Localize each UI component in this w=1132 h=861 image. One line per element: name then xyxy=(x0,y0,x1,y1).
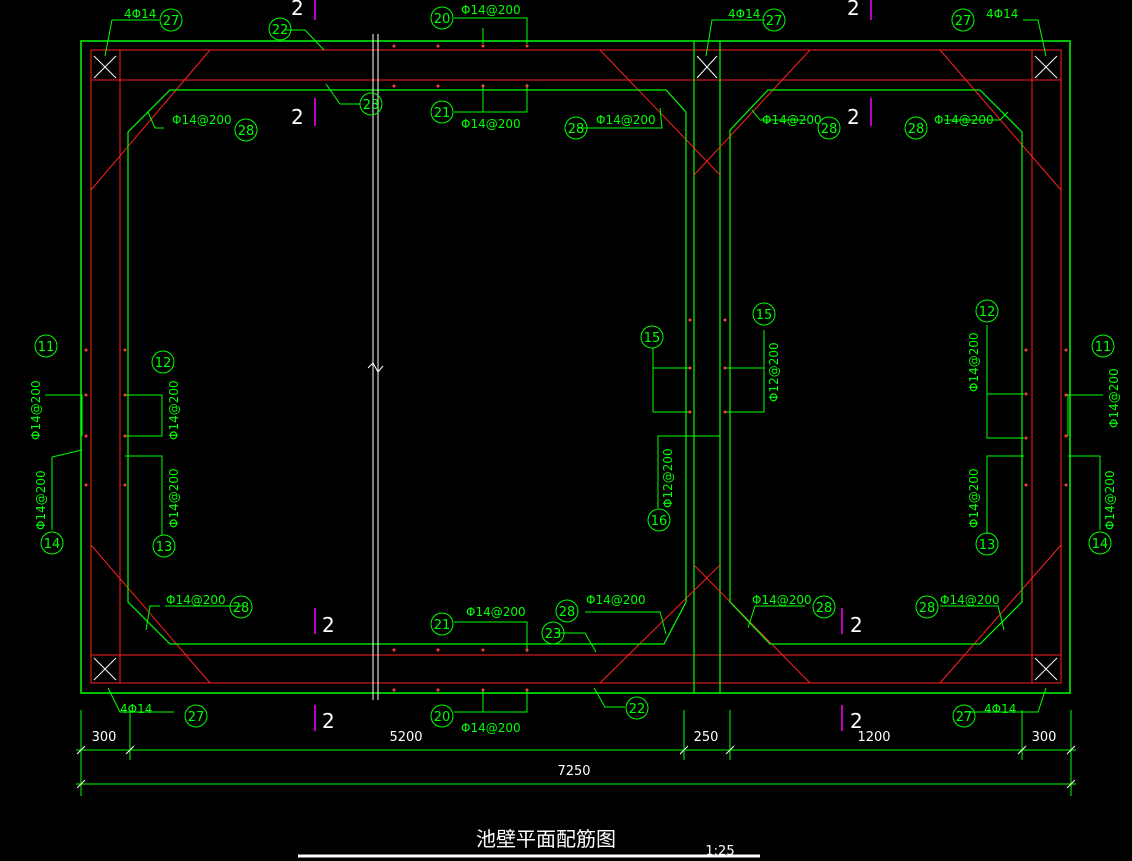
callout-right-outer-lower: Φ14@200 xyxy=(1103,470,1117,530)
section-mark-top-left: 2 xyxy=(291,0,304,20)
marker-27-top-right: 27 xyxy=(955,14,972,29)
marker-28-bm: 28 xyxy=(559,605,576,620)
section-mark-inner-br: 2 xyxy=(850,613,863,637)
marker-21-top: 21 xyxy=(434,106,451,121)
drawing-scale: 1:25 xyxy=(705,844,734,859)
marker-11-left: 11 xyxy=(38,340,55,355)
marker-20-top: 20 xyxy=(434,12,451,27)
callout-4phi14-tl: 4Φ14 xyxy=(124,7,156,21)
marker-circles xyxy=(34,6,1115,728)
callout-tl-haunch: Φ14@200 xyxy=(172,113,232,127)
marker-28-br2: 28 xyxy=(919,601,936,616)
marker-28-tm: 28 xyxy=(568,122,585,137)
callout-bottom-inner: Φ14@200 xyxy=(466,605,526,619)
dimension-texts: 300 5200 250 1200 300 7250 xyxy=(92,730,1057,779)
dim-total: 7250 xyxy=(557,764,590,779)
section-labels: 2 2 2 2 2 2 2 2 xyxy=(291,0,863,733)
dim-1200: 1200 xyxy=(857,730,890,745)
callout-right-inner-lower: Φ14@200 xyxy=(967,468,981,528)
marker-28-tr1: 28 xyxy=(821,122,838,137)
section-mark-inner-tr: 2 xyxy=(847,105,860,129)
section-mark-inner-bl: 2 xyxy=(322,613,335,637)
callout-mid-phi12-right: Φ12@200 xyxy=(767,342,781,402)
marker-22-bottom: 22 xyxy=(629,702,646,717)
leader-lines xyxy=(45,17,1103,713)
marker-11-right: 11 xyxy=(1095,340,1112,355)
callout-br1-haunch: Φ14@200 xyxy=(752,593,812,607)
break-line xyxy=(367,34,384,700)
marker-28-tr2: 28 xyxy=(908,122,925,137)
callout-bottom-outer: Φ14@200 xyxy=(461,721,521,735)
callout-left-outer-upper: Φ14@200 xyxy=(29,380,43,440)
callout-tr2-haunch: Φ14@200 xyxy=(934,113,994,127)
marker-15-mid-right: 15 xyxy=(756,308,773,323)
callout-left-inner-upper: Φ14@200 xyxy=(167,380,181,440)
marker-23-bottom: 23 xyxy=(545,627,562,642)
marker-20-bottom: 20 xyxy=(434,710,451,725)
dim-5200: 5200 xyxy=(389,730,422,745)
rebar-callouts: 4Φ14 Φ14@200 Φ14@200 Φ14@200 Φ14@200 4Φ1… xyxy=(29,3,1121,735)
callout-left-inner-lower: Φ14@200 xyxy=(167,468,181,528)
marker-28-bl: 28 xyxy=(233,601,250,616)
dim-300-right: 300 xyxy=(1032,730,1057,745)
section-ticks xyxy=(314,0,872,731)
dim-250: 250 xyxy=(694,730,719,745)
marker-28-br1: 28 xyxy=(816,601,833,616)
section-mark-top-right: 2 xyxy=(847,0,860,20)
callout-bl-haunch: Φ14@200 xyxy=(166,593,226,607)
dimension-lines xyxy=(76,710,1076,796)
left-chamber-inner xyxy=(127,89,687,645)
marker-13-right: 13 xyxy=(979,538,996,553)
marker-14-left: 14 xyxy=(44,537,61,552)
marker-27-bottom-left: 27 xyxy=(188,710,205,725)
haunch-diagonals xyxy=(90,49,1062,684)
drawing-title: 池壁平面配筋图 xyxy=(476,827,616,851)
callout-mid-phi12-left: Φ12@200 xyxy=(661,448,675,508)
marker-21-bottom: 21 xyxy=(434,618,451,633)
marker-15-mid-left: 15 xyxy=(644,331,661,346)
callout-4phi14-tr: 4Φ14 xyxy=(986,7,1018,21)
marker-labels: 27 22 20 21 23 28 28 27 28 28 27 11 12 1… xyxy=(38,12,1112,725)
marker-16: 16 xyxy=(651,514,668,529)
section-mark-bottom-left: 2 xyxy=(322,709,335,733)
marker-12-left: 12 xyxy=(155,356,172,371)
callout-top-outer: Φ14@200 xyxy=(461,3,521,17)
marker-27-bottom-right: 27 xyxy=(956,710,973,725)
marker-22-top: 22 xyxy=(272,23,289,38)
callout-bm-haunch: Φ14@200 xyxy=(586,593,646,607)
callout-right-inner-upper: Φ14@200 xyxy=(967,332,981,392)
callout-left-outer-lower: Φ14@200 xyxy=(34,470,48,530)
callout-tr1-haunch: Φ14@200 xyxy=(762,113,822,127)
wall-outer-outline xyxy=(80,40,1071,694)
marker-23-top: 23 xyxy=(363,98,380,113)
marker-13-left: 13 xyxy=(156,540,173,555)
rebar-dots xyxy=(84,44,1068,692)
marker-12-right: 12 xyxy=(979,305,996,320)
callout-4phi14-tm: 4Φ14 xyxy=(728,7,760,21)
callout-br2-haunch: Φ14@200 xyxy=(940,593,1000,607)
marker-27-top-mid: 27 xyxy=(766,14,783,29)
rebar-outer-ring xyxy=(90,49,1062,684)
right-chamber-inner xyxy=(729,89,1023,645)
marker-14-right: 14 xyxy=(1092,537,1109,552)
callout-tm-haunch: Φ14@200 xyxy=(596,113,656,127)
dimension-ticks xyxy=(76,745,1076,789)
marker-27-top-left: 27 xyxy=(163,14,180,29)
section-mark-bottom-right: 2 xyxy=(850,709,863,733)
callout-4phi14-br: 4Φ14 xyxy=(984,702,1016,716)
corner-x-marks xyxy=(93,55,1058,681)
callout-right-outer-upper: Φ14@200 xyxy=(1107,368,1121,428)
callout-top-inner: Φ14@200 xyxy=(461,117,521,131)
callout-4phi14-bl: 4Φ14 xyxy=(120,702,152,716)
section-mark-inner-tl: 2 xyxy=(291,105,304,129)
dim-300-left: 300 xyxy=(92,730,117,745)
marker-28-tl: 28 xyxy=(238,124,255,139)
